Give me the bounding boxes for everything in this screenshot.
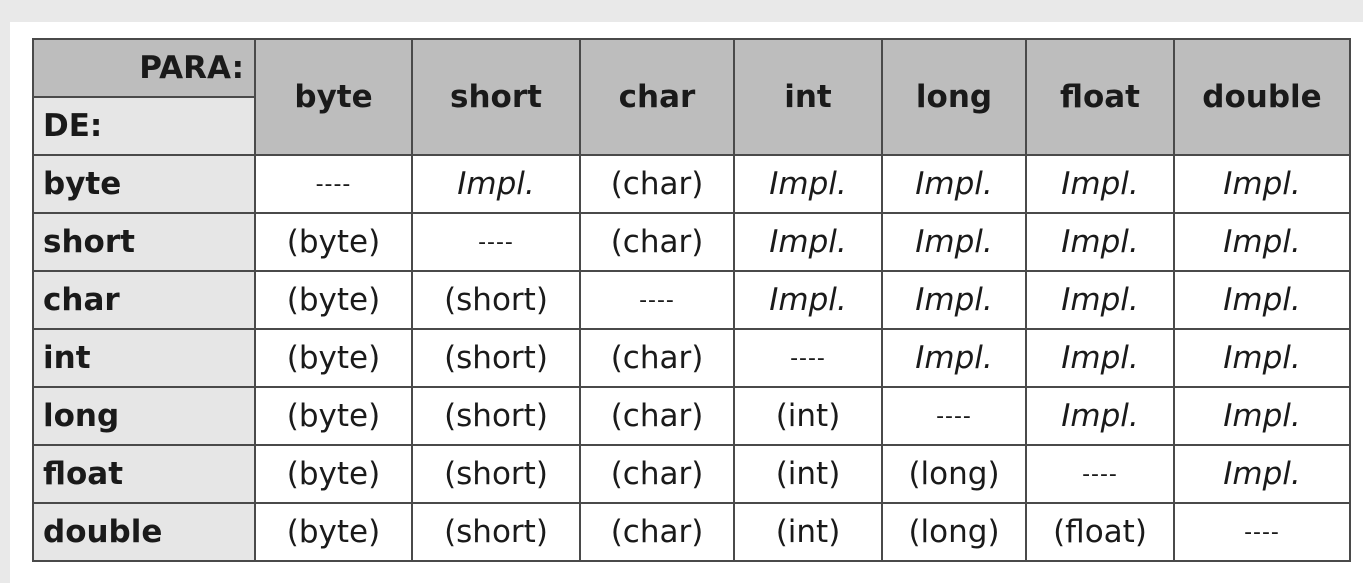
table-cell: Impl. [1173,386,1351,446]
table-row: long(byte)(short)(char)(int)----Impl.Imp… [32,386,1351,446]
header-row: PARA: byte short char int long float dou… [32,38,1351,156]
table-cell: (short) [411,270,581,330]
table-row: short(byte)----(char)Impl.Impl.Impl.Impl… [32,212,1351,272]
table-cell: ---- [411,212,581,272]
table-cell: Impl. [1173,212,1351,272]
table-cell: (byte) [254,212,413,272]
header-row-2: DE: [32,96,1350,156]
row-header: byte [32,154,256,214]
table-cell: (int) [733,444,883,504]
table-cell: Impl. [1025,270,1175,330]
table-cell: (char) [579,154,735,214]
table-cell: Impl. [733,270,883,330]
table-cell: (char) [579,386,735,446]
table-cell: Impl. [881,270,1027,330]
table-row: byte----Impl.(char)Impl.Impl.Impl.Impl. [32,154,1351,214]
row-header: double [32,502,256,562]
column-header: byte [254,38,413,156]
table-cell: (int) [733,502,883,562]
table-cell: (short) [411,386,581,446]
row-header: long [32,386,256,446]
table-cell: ---- [733,328,883,388]
table-cell: ---- [254,154,413,214]
table-cell: Impl. [1025,328,1175,388]
table-row: int(byte)(short)(char)----Impl.Impl.Impl… [32,328,1351,388]
table-cell: Impl. [1173,328,1351,388]
table-cell: ---- [881,386,1027,446]
table-cell: (short) [411,444,581,504]
column-header: int [733,38,883,156]
table-cell: (short) [411,502,581,562]
column-header: float [1025,38,1175,156]
table-cell: Impl. [1025,212,1175,272]
table-cell: (byte) [254,386,413,446]
table-cell: Impl. [1025,154,1175,214]
table-cell: Impl. [1025,386,1175,446]
type-conversion-table: PARA: byte short char int long float dou… [32,38,1351,562]
table-cell: (short) [411,328,581,388]
table-row: char(byte)(short)----Impl.Impl.Impl.Impl… [32,270,1351,330]
table-cell: ---- [1173,502,1351,562]
table-cell: ---- [1025,444,1175,504]
table-cell: (byte) [254,502,413,562]
table-cell: (char) [579,328,735,388]
table-cell: Impl. [881,328,1027,388]
table-cell: Impl. [881,154,1027,214]
column-header: char [579,38,735,156]
table-cell: (byte) [254,328,413,388]
column-header: double [1173,38,1351,156]
table-row: double(byte)(short)(char)(int)(long)(flo… [32,502,1351,562]
table-cell: Impl. [1173,154,1351,214]
table-cell: Impl. [1173,270,1351,330]
table-cell: (char) [579,444,735,504]
table-cell: (float) [1025,502,1175,562]
table-cell: (char) [579,502,735,562]
table-cell: ---- [579,270,735,330]
column-header: short [411,38,581,156]
column-header: long [881,38,1027,156]
table-cell: (long) [881,502,1027,562]
corner-from-label: DE: [32,96,256,156]
table-cell: (char) [579,212,735,272]
table-cell: (byte) [254,444,413,504]
table-cell: Impl. [881,212,1027,272]
row-header: char [32,270,256,330]
row-header: int [32,328,256,388]
table-cell: Impl. [733,212,883,272]
table-cell: Impl. [1173,444,1351,504]
row-header: short [32,212,256,272]
table-cell: (byte) [254,270,413,330]
table-cell: Impl. [411,154,581,214]
table-cell: (long) [881,444,1027,504]
table-row: float(byte)(short)(char)(int)(long)----I… [32,444,1351,504]
corner-to-label: PARA: [32,38,256,98]
table-cell: Impl. [733,154,883,214]
table-cell: (int) [733,386,883,446]
row-header: float [32,444,256,504]
